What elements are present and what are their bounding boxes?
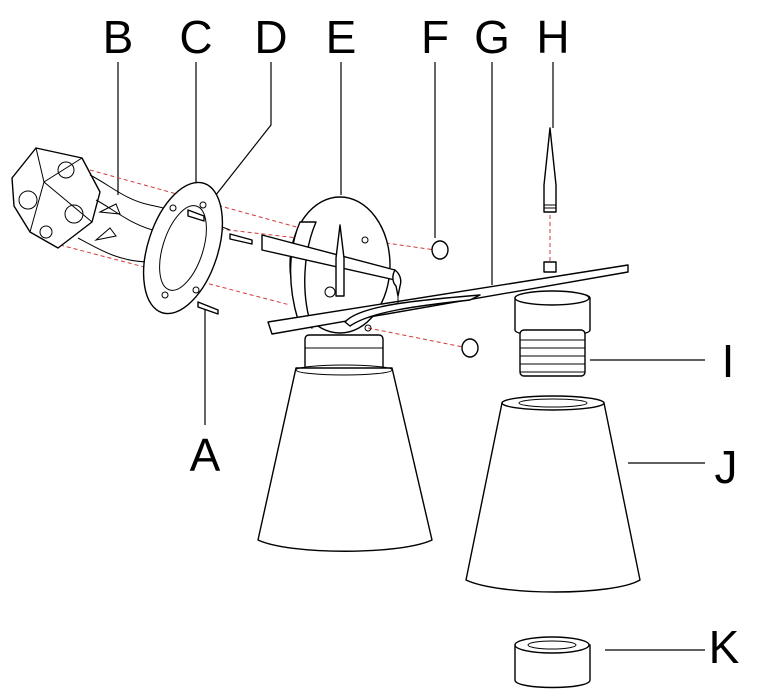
left-lamp <box>257 334 433 552</box>
right-lampholder <box>514 261 591 377</box>
callout-I: I <box>721 335 735 387</box>
leader-D <box>207 62 272 206</box>
callout-J: J <box>714 441 738 493</box>
mounting-plate <box>142 181 224 315</box>
callout-A: A <box>189 429 221 481</box>
ring <box>514 636 591 689</box>
callout-D: D <box>254 11 288 63</box>
callout-B: B <box>102 11 134 63</box>
callout-C: C <box>179 11 213 63</box>
callout-E: E <box>325 11 357 63</box>
right-shade <box>465 395 641 593</box>
callout-F: F <box>420 11 450 63</box>
decorative-caps <box>431 240 479 358</box>
arm-rods <box>261 234 629 335</box>
junction-box <box>11 147 101 249</box>
callout-K: K <box>708 621 740 673</box>
callout-G: G <box>474 11 510 63</box>
finials <box>335 127 557 297</box>
screws <box>187 209 253 315</box>
callout-H: H <box>536 11 570 63</box>
